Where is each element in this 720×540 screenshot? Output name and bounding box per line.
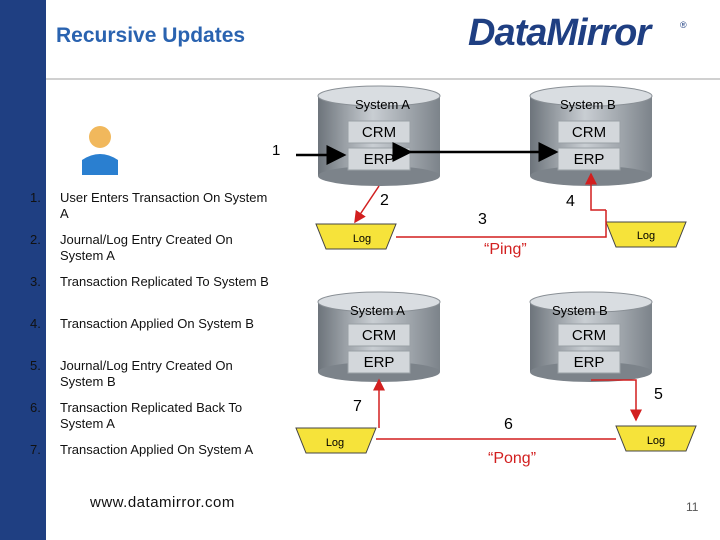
step-text: Transaction Applied On System B [60,316,254,331]
step-number: 5. [30,358,41,373]
bottom-log-a-label: Log [326,437,344,449]
bottom-b-erp-box [557,350,621,374]
top-a-crm-box [347,120,411,144]
step-text: Transaction Replicated Back To System A [60,400,243,431]
step-7-label: 7 [353,398,362,415]
header [46,0,720,78]
bottom-system-b-label: System B [552,303,608,318]
top-system-a-label: System A [355,97,410,112]
bottom-log-b-icon [615,425,697,452]
step-number: 2. [30,232,41,247]
bottom-b-crm-box [557,323,621,347]
bottom-a-crm-label: CRM [362,327,396,344]
bottom-b-erp-label: ERP [574,354,605,371]
bottom-a-erp-box [347,350,411,374]
step-4-label: 4 [566,193,575,210]
top-log-b-icon [605,221,687,248]
left-accent-bar [0,0,46,540]
footer-url: www.datamirror.com [90,494,235,511]
bottom-system-a-label: System A [350,303,405,318]
step-3-label: 3 [478,211,487,228]
top-a-erp-label: ERP [364,151,395,168]
step-5-label: 5 [654,386,663,403]
step-2-arrow [354,185,380,224]
bottom-a-erp-label: ERP [364,354,395,371]
user-icon [82,126,118,175]
step-text: Transaction Applied On System A [60,442,254,457]
top-log-a-icon [315,223,397,250]
top-b-crm-label: CRM [572,124,606,141]
page-number: 11 [686,500,699,514]
step-number: 7. [30,442,41,457]
top-system-b-label: System B [560,97,616,112]
step-text: Transaction Replicated To System B [60,274,269,289]
top-b-crm-box [557,120,621,144]
step-6-label: 6 [504,416,513,433]
ping-line [396,210,607,238]
step-text: User Enters Transaction On System A [60,190,268,221]
top-log-a-label: Log [353,233,371,245]
top-a-crm-label: CRM [362,124,396,141]
bottom-log-b-label: Log [647,435,665,447]
top-b-erp-label: ERP [574,151,605,168]
datamirror-logo: DataMirror [468,12,651,54]
step-4-arrow [585,172,606,211]
step-number: 1. [30,190,41,205]
header-divider [46,78,720,80]
step-text: Journal/Log Entry Created On System B [60,358,233,389]
bottom-b-crm-label: CRM [572,327,606,344]
pong-label: “Pong” [488,450,536,467]
top-log-b-label: Log [637,230,655,242]
step-1-label: 1 [272,142,280,159]
bottom-a-crm-box [347,323,411,347]
registered-mark: ® [680,20,687,30]
step-text: Journal/Log Entry Created On System A [60,232,233,263]
step-number: 4. [30,316,41,331]
step-number: 3. [30,274,41,289]
bottom-log-a-icon [295,427,377,454]
page-title: Recursive Updates [56,24,246,47]
ping-label: “Ping” [484,241,527,258]
step-5-arrow [591,379,642,422]
step-2-label: 2 [380,192,389,209]
step-number: 6. [30,400,41,415]
